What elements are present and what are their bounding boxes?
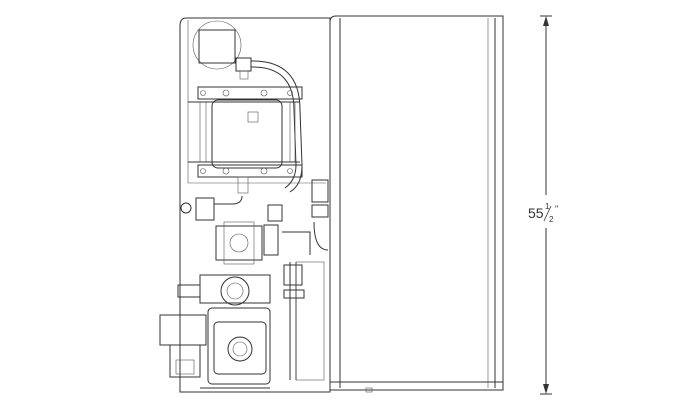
dimension-whole: 55 xyxy=(528,205,544,221)
storage-tank xyxy=(329,15,504,393)
pump-assembly xyxy=(159,274,271,389)
valve-manifold xyxy=(180,179,329,381)
pressure-vessel xyxy=(188,86,303,194)
height-dimension: 55 1 2 " xyxy=(528,15,558,395)
back-panel xyxy=(179,17,331,393)
dimension-frac-den: 2 xyxy=(549,215,554,224)
dimension-frac-num: 1 xyxy=(545,202,550,211)
motor-housing xyxy=(192,20,303,193)
dimension-unit: " xyxy=(555,204,558,214)
